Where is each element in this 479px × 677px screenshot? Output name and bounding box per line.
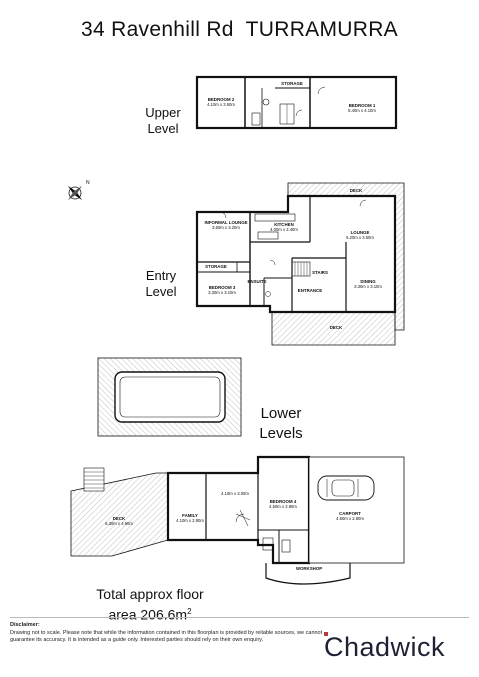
disclaimer: Disclaimer: Drawing not to scale. Please…: [10, 622, 330, 644]
room-name: FAMILY: [182, 513, 198, 518]
room-size: 6.30m x 4.90m: [105, 521, 133, 526]
room-name: LOUNGE: [351, 230, 370, 235]
room-size: 4.50m x 2.80m: [269, 504, 297, 509]
page-title: 34 Ravenhill Rd TURRAMURRA: [81, 18, 398, 41]
room-name: STAIRS: [312, 270, 328, 275]
compass-rose-icon: N: [67, 180, 90, 201]
disclaimer-heading: Disclaimer:: [10, 622, 40, 628]
room-size: 4.10m x 3.00m: [221, 491, 249, 496]
room-name: DECK: [350, 188, 363, 193]
upper-level-label: Upper Level: [145, 105, 181, 136]
total-area-line2: area 206.6m: [108, 606, 188, 623]
room-name: STORAGE: [281, 81, 303, 86]
upper-level-plan: [195, 75, 398, 130]
room-name: DINING: [360, 279, 376, 284]
entry-level-plan: [195, 182, 405, 346]
room-name: ENTRANCE: [298, 288, 322, 293]
entry-level-label: Entry Level: [145, 268, 177, 299]
room-name: BEDROOM 2: [208, 97, 235, 102]
room-size: 5.40m x 4.10m: [348, 108, 376, 113]
lower-levels-label: Lower Levels: [259, 405, 303, 442]
room-size: 4.10m x 2.80m: [176, 518, 204, 523]
brand-logo: Chadwick: [322, 632, 472, 668]
room-name: WORKSHOP: [296, 566, 322, 571]
room-name: BEDROOM 4: [270, 499, 297, 504]
disclaimer-text: Drawing not to scale. Please note that w…: [10, 630, 323, 643]
room-name: KITCHEN: [274, 222, 294, 227]
room-name: ENSUITE: [247, 279, 266, 284]
total-area-line1: Total approx floor: [96, 586, 204, 602]
room-size: 5.20m x 3.50m: [346, 235, 374, 240]
room-name: DECK: [113, 516, 126, 521]
room-name: BEDROOM 1: [349, 103, 376, 108]
car-icon: [317, 475, 375, 501]
room-name: DECK: [330, 325, 343, 330]
pool: [97, 357, 242, 437]
room-name: BEDROOM 3: [209, 285, 236, 290]
lower-level-labels: DECK 6.30m x 4.90m FAMILY 4.10m x 2.80m …: [105, 491, 364, 571]
svg-text:N: N: [86, 180, 90, 186]
room-size: 4.10m x 3.50m: [207, 102, 235, 107]
room-size: 3.30m x 3.10m: [208, 290, 236, 295]
entry-level-labels: DECK INFORMAL LOUNGE 3.60m x 3.20m KITCH…: [204, 188, 382, 330]
room-size: 3.30m x 3.10m: [354, 284, 382, 289]
room-size: 4.00m x 2.40m: [270, 227, 298, 232]
area-unit-superscript: 2: [187, 607, 192, 616]
upper-level-labels: BEDROOM 2 4.10m x 3.50m STORAGE BEDROOM …: [207, 81, 376, 113]
room-name: CARPORT: [339, 511, 361, 516]
room-size: 4.50m x 2.80m: [336, 516, 364, 521]
room-name: STORAGE: [205, 264, 227, 269]
footer-divider: [10, 617, 469, 618]
lower-level-plan: [70, 455, 405, 585]
total-floor-area: Total approx floor area 206.6m2: [60, 585, 240, 624]
brand-name: Chadwick: [324, 632, 446, 662]
brand-accent-mark: [324, 632, 328, 636]
room-size: 3.60m x 3.20m: [212, 225, 240, 230]
room-name: INFORMAL LOUNGE: [204, 220, 247, 225]
